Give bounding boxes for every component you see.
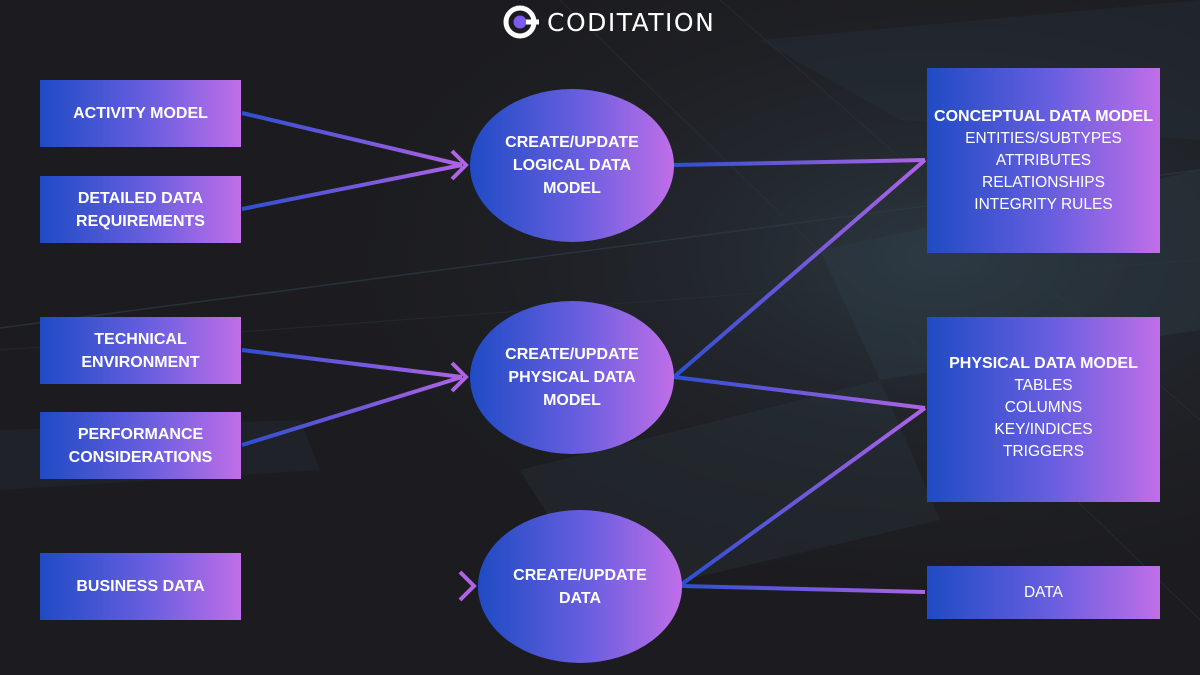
connector-performance-to-physical — [241, 375, 463, 447]
input-technical-environment: TECHNICAL ENVIRONMENT — [40, 317, 241, 384]
input-label-line: REQUIREMENTS — [76, 212, 205, 230]
connector-logical-to-conceptual — [673, 158, 926, 167]
input-business-data: BUSINESS DATA — [40, 553, 241, 620]
connector-technical-to-physical — [241, 348, 463, 379]
process-label-line: MODEL — [543, 180, 601, 197]
input-label-line: BUSINESS DATA — [76, 578, 205, 595]
input-activity-model: ACTIVITY MODEL — [40, 80, 241, 147]
arrowhead-data — [458, 570, 477, 602]
output-item: INTEGRITY RULES — [974, 196, 1113, 213]
output-title: DATA — [1023, 583, 1064, 601]
output-conceptual-data-model: CONCEPTUAL DATA MODEL ENTITIES/SUBTYPES … — [927, 68, 1160, 253]
output-title: PHYSICAL DATA MODEL — [949, 355, 1138, 372]
input-label-line: ENVIRONMENT — [81, 353, 200, 371]
process-label-line: CREATE/UPDATE — [513, 566, 647, 584]
output-item: TABLES — [1014, 377, 1073, 394]
process-label-line: CREATE/UPDATE — [505, 346, 639, 363]
process-label-line: CREATE/UPDATE — [505, 134, 639, 151]
process-physical-data-model: CREATE/UPDATE PHYSICAL DATA MODEL — [470, 301, 674, 454]
output-data: DATA — [927, 566, 1160, 619]
connector-data-to-physical-model — [680, 406, 927, 586]
output-item: RELATIONSHIPS — [982, 174, 1105, 191]
input-label-line: TECHNICAL — [94, 330, 187, 348]
output-item: COLUMNS — [1004, 399, 1083, 416]
brand-name: CODITATION — [547, 7, 716, 37]
process-data: CREATE/UPDATE DATA — [478, 510, 682, 663]
input-label-line: CONSIDERATIONS — [68, 448, 213, 466]
output-title: CONCEPTUAL DATA MODEL — [934, 108, 1153, 125]
process-logical-data-model: CREATE/UPDATE LOGICAL DATA MODEL — [470, 89, 674, 242]
connector-requirements-to-logical — [241, 163, 463, 211]
input-label-line: PERFORMANCE — [77, 425, 204, 443]
output-item: ATTRIBUTES — [995, 152, 1092, 169]
connector-physical-to-physical-model — [673, 375, 926, 410]
process-label-line: LOGICAL DATA — [512, 157, 632, 174]
process-label-line: PHYSICAL DATA — [508, 369, 636, 386]
connectors — [241, 111, 927, 602]
connector-activity-to-logical — [241, 111, 463, 167]
c-ring-logo-icon — [503, 5, 539, 39]
output-item: ENTITIES/SUBTYPES — [965, 130, 1122, 147]
process-label-line: MODEL — [543, 392, 601, 409]
output-item: TRIGGERS — [1003, 443, 1084, 460]
connector-data-to-data — [681, 584, 926, 594]
process-label-line: DATA — [558, 589, 602, 607]
brand-logo: CODITATION — [503, 4, 715, 40]
arrowhead-logical — [450, 149, 469, 181]
input-label-line: ACTIVITY MODEL — [73, 105, 208, 122]
arrowhead-physical — [450, 361, 469, 393]
input-label-line: DETAILED DATA — [77, 189, 204, 207]
output-physical-data-model: PHYSICAL DATA MODEL TABLES COLUMNS KEY/I… — [927, 317, 1160, 502]
input-performance-considerations: PERFORMANCE CONSIDERATIONS — [40, 412, 241, 479]
input-detailed-data-requirements: DETAILED DATA REQUIREMENTS — [40, 176, 241, 243]
connector-physical-to-conceptual — [672, 158, 927, 379]
output-item: KEY/INDICES — [994, 421, 1093, 438]
